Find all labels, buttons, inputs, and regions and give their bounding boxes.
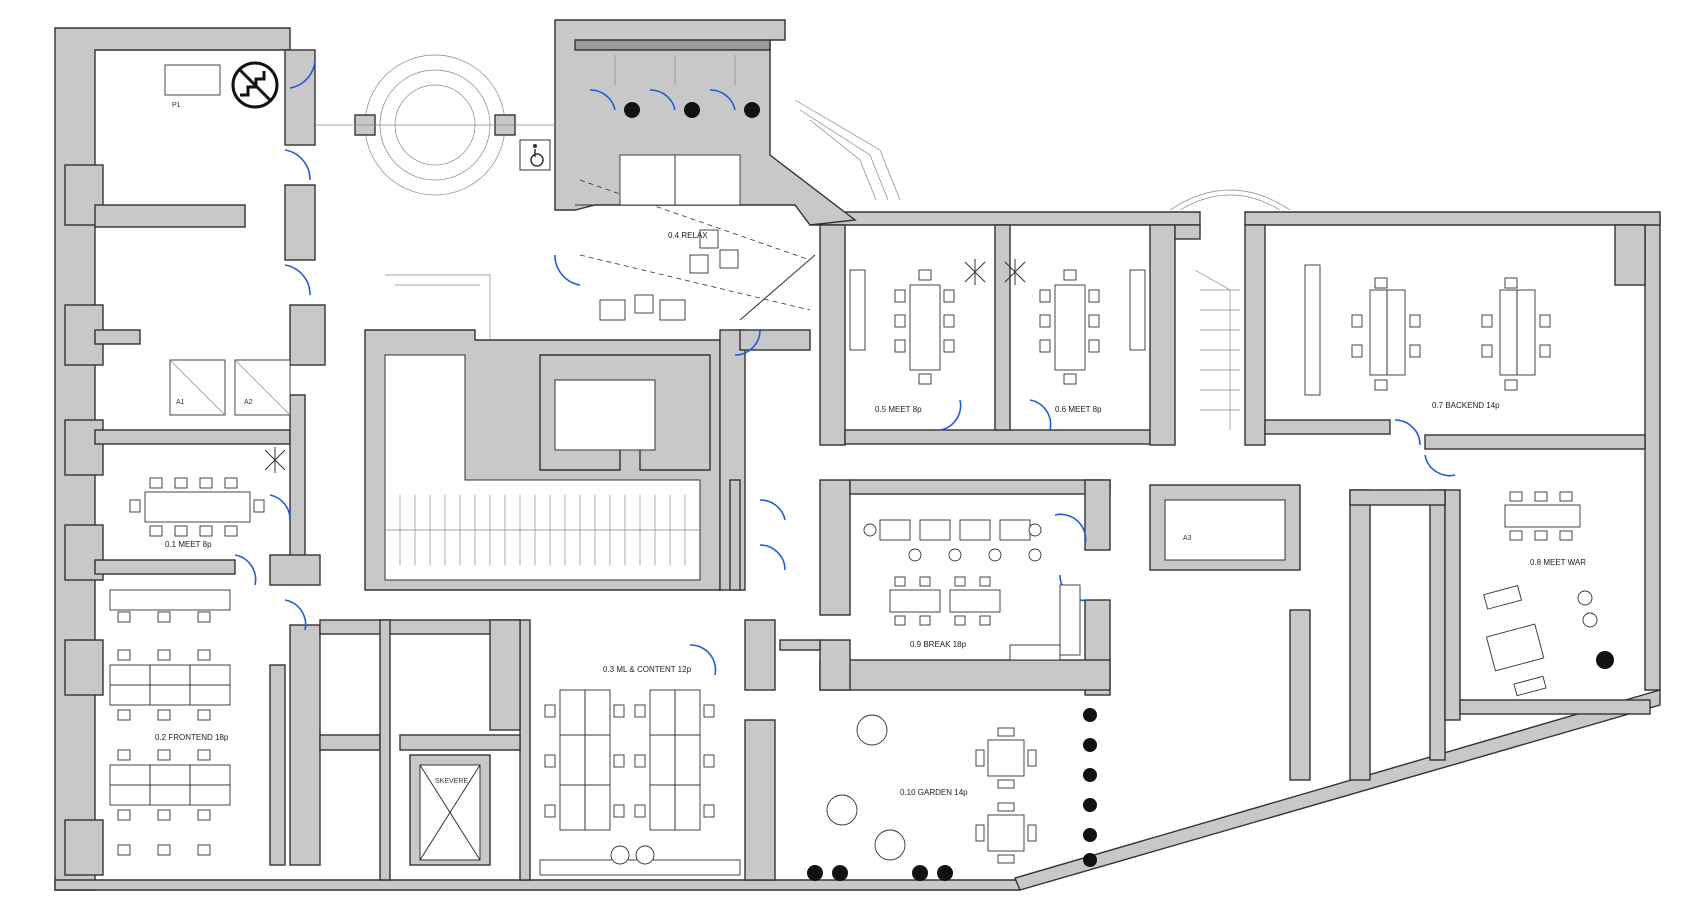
plant-icon xyxy=(624,102,760,118)
room-label: 0.6 MEET 8p xyxy=(1055,405,1102,414)
relax-furniture xyxy=(599,55,760,321)
room-label: 0.5 MEET 8p xyxy=(875,405,922,414)
meetwar-furniture xyxy=(1483,491,1598,697)
elevators xyxy=(164,64,291,416)
garden-plant-icon xyxy=(807,651,1614,881)
a2-tag: A2 xyxy=(244,399,253,406)
interior-walls xyxy=(94,49,1651,881)
garden-furniture xyxy=(807,651,1614,881)
room-label: 0.10 GARDEN 14p xyxy=(900,788,968,797)
break-furniture xyxy=(863,519,1081,661)
a3-tag: A3 xyxy=(1183,535,1192,542)
room-labels: 0.1 MEET 8p 0.2 FRONTEND 18p 0.3 ML & CO… xyxy=(155,231,1586,797)
fan-icon xyxy=(264,259,1026,473)
room-label: 0.4 RELAX xyxy=(668,231,708,240)
skevere-tag: SKEVERE xyxy=(435,778,468,785)
ml-furniture xyxy=(539,689,741,876)
room-label: 0.8 MEET WAR xyxy=(1530,558,1586,567)
atrium-circle xyxy=(315,54,555,196)
room-label: 0.1 MEET 8p xyxy=(165,540,212,549)
room-label: 0.2 FRONTEND 18p xyxy=(155,733,229,742)
backend-furniture xyxy=(1304,264,1551,396)
meet5-furniture xyxy=(849,269,955,385)
meet6-furniture xyxy=(1039,269,1146,385)
wheelchair-icon xyxy=(519,139,551,171)
room-label: 0.9 BREAK 18p xyxy=(910,640,967,649)
frontend-furniture xyxy=(109,589,286,866)
a1-tag: A1 xyxy=(176,399,185,406)
tags: P1 A1 A2 A3 SKEVERE xyxy=(172,102,1192,785)
no-stairs-icon xyxy=(231,61,279,109)
room-label: 0.7 BACKEND 14p xyxy=(1432,401,1500,410)
room-label: 0.3 ML & CONTENT 12p xyxy=(603,665,692,674)
doors xyxy=(234,59,1456,676)
meet1-furniture xyxy=(129,477,265,537)
stairs-right xyxy=(794,99,1291,430)
p1-tag: P1 xyxy=(172,102,181,109)
